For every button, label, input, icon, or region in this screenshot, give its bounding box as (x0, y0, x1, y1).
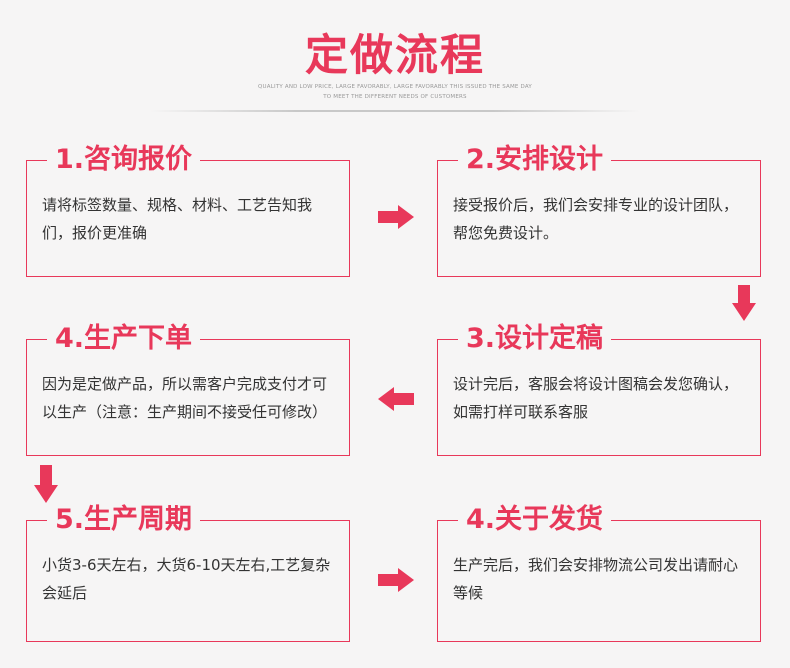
step-description: 请将标签数量、规格、材料、工艺告知我们，报价更准确 (42, 196, 313, 242)
step-card-finalize: 3.设计定稿 设计完后，客服会将设计图稿会发您确认，如需打样可联系客服 (437, 322, 761, 456)
step-card-cycle: 5.生产周期 小货3-6天左右，大货6-10天左右,工艺复杂会延后 (26, 503, 350, 642)
step-title: 4.关于发货 (458, 503, 612, 537)
step-title: 1.咨询报价 (47, 143, 201, 177)
subtitle-line-1: QUALITY AND LOW PRICE, LARGE FAVORABLY, … (258, 84, 532, 90)
step-card-consult: 1.咨询报价 请将标签数量、规格、材料、工艺告知我们，报价更准确 (26, 143, 350, 277)
step-description: 设计完后，客服会将设计图稿会发您确认，如需打样可联系客服 (453, 375, 739, 421)
step-card-shipping: 4.关于发货 生产完后，我们会安排物流公司发出请耐心等候 (437, 503, 761, 642)
step-description: 接受报价后，我们会安排专业的设计团队，帮您免费设计。 (453, 196, 739, 242)
arrow-down-icon (34, 465, 58, 503)
step-title: 4.生产下单 (47, 322, 201, 356)
step-description: 因为是定做产品，所以需客户完成支付才可以生产（注意：生产期间不接受任可修改） (42, 375, 328, 421)
step-title: 3.设计定稿 (458, 322, 612, 356)
subtitle-line-2: TO MEET THE DIFFERENT NEEDS OF CUSTOMERS (323, 94, 467, 100)
step-title: 2.安排设计 (458, 143, 612, 177)
step-card-design: 2.安排设计 接受报价后，我们会安排专业的设计团队，帮您免费设计。 (437, 143, 761, 277)
step-title: 5.生产周期 (47, 503, 201, 537)
arrow-right-icon (378, 205, 414, 229)
step-card-order: 4.生产下单 因为是定做产品，所以需客户完成支付才可以生产（注意：生产期间不接受… (26, 322, 350, 456)
title-divider (150, 110, 640, 112)
arrow-left-icon (378, 387, 414, 411)
page-title: 定做流程 (305, 31, 485, 81)
step-description: 生产完后，我们会安排物流公司发出请耐心等候 (453, 556, 739, 602)
step-description: 小货3-6天左右，大货6-10天左右,工艺复杂会延后 (42, 556, 331, 602)
arrow-right-icon (378, 568, 414, 592)
arrow-down-icon (732, 285, 756, 321)
